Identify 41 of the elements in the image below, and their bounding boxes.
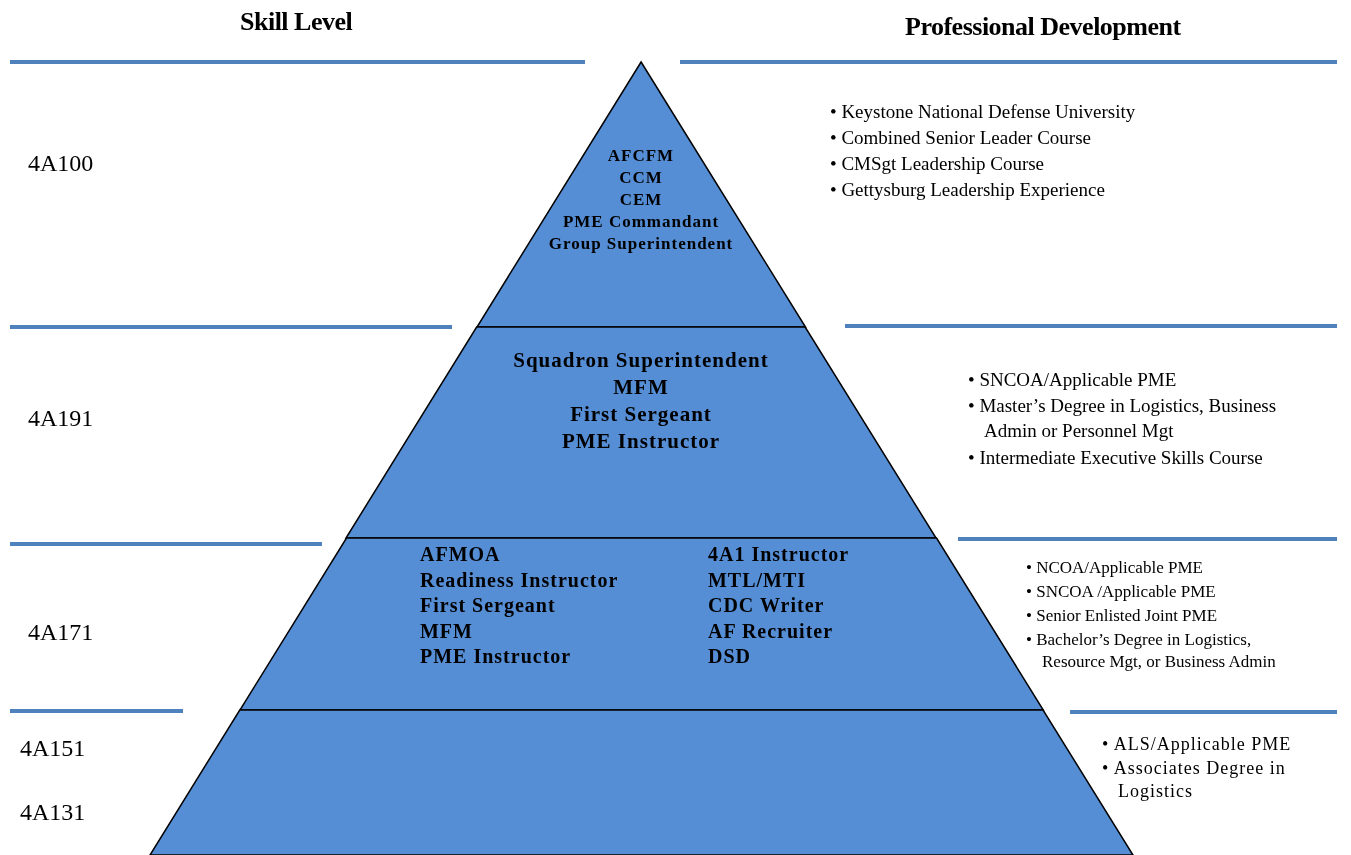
role-text: AFCFM [607, 146, 675, 166]
bullet-item: • Associates Degree in Logistics [1102, 757, 1287, 804]
bullet-item: • NCOA/Applicable PME [1026, 557, 1204, 579]
skill-level-code: 4A151 [20, 734, 86, 763]
bullet-item: • Senior Enlisted Joint PME [1026, 605, 1219, 627]
role-text: First Sergeant [420, 594, 556, 616]
bullet-item: • Combined Senior Leader Course [830, 126, 1092, 150]
role-text: PME Instructor [420, 645, 572, 667]
role-text: Readiness Instructor [420, 568, 619, 591]
role-text: PME Commandant [562, 212, 720, 232]
bullet-item: • Intermediate Executive Skills Course [968, 446, 1264, 470]
skill-level-code: 4A100 [28, 149, 94, 178]
apex-band [476, 62, 806, 327]
role-text: Group Superintendent [548, 234, 734, 254]
bullet-item: • SNCOA/Applicable PME [968, 368, 1178, 392]
column-heading: Professional Development [905, 13, 1181, 42]
role-text: CEM [619, 190, 663, 210]
bullet-item: • CMSgt Leadership Course [830, 152, 1046, 176]
role-text: First Sergeant [570, 403, 712, 427]
role-text: 4A1 Instructor [708, 543, 850, 565]
role-text: MFM [613, 376, 669, 400]
bullet-item: • ALS/Applicable PME [1102, 733, 1293, 756]
role-text: CCM [619, 168, 663, 188]
skill-level-code: 4A131 [20, 798, 86, 827]
role-text: Squadron Superintendent [513, 349, 769, 373]
role-text: MTL/MTI [708, 568, 807, 591]
role-text: DSD [708, 645, 751, 667]
column-heading: Skill Level [240, 8, 353, 37]
bullet-item: • Bachelor’s Degree in Logistics, Resource Mgt, or Business Admin [1026, 629, 1277, 674]
skill-level-code: 4A191 [28, 404, 94, 433]
role-text: AFMOA [420, 543, 501, 565]
upper-band [346, 327, 937, 538]
bullet-item: • Gettysburg Leadership Experience [830, 178, 1106, 202]
role-text: CDC Writer [708, 594, 825, 616]
bullet-item: • SNCOA /Applicable PME [1026, 581, 1217, 603]
role-text: MFM [420, 619, 473, 642]
role-text: AF Recruiter [708, 619, 834, 642]
skill-level-code: 4A171 [28, 618, 94, 647]
role-text: PME Instructor [561, 430, 720, 454]
bullet-item: • Keystone National Defense University [830, 100, 1137, 124]
bullet-item: • Master’s Degree in Logistics, Business Admin or Personnel Mgt [968, 394, 1278, 443]
